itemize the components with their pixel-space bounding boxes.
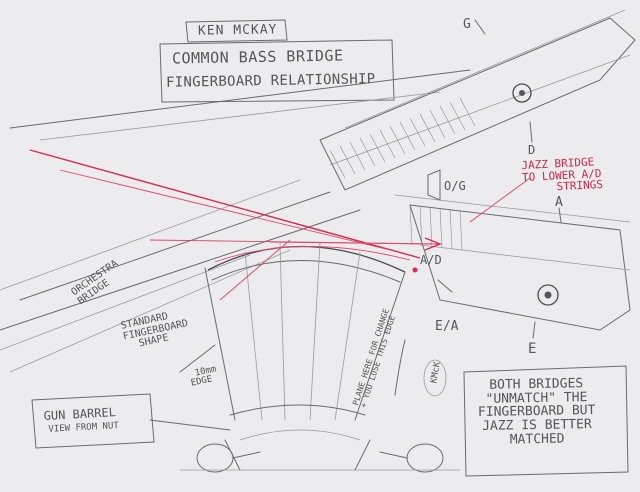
- conclusion-box: [463, 365, 629, 477]
- gun-barrel-pointer: [149, 419, 231, 431]
- label-g: G: [463, 17, 471, 32]
- fingerboard-side-view: [0, 69, 471, 373]
- author-name: KEN MCKAY: [197, 22, 278, 39]
- label-og: O/G: [444, 179, 466, 193]
- og-marker: [427, 169, 441, 201]
- tuning-pegs: [180, 443, 460, 473]
- gun-barrel-box: [31, 393, 155, 449]
- conclusion-note: BOTH BRIDGES "UNMATCH" THE FINGERBOARD B…: [477, 376, 596, 448]
- gun-barrel-label: GUN BARREL VIEW FROM NUT: [43, 405, 120, 435]
- standard-fingerboard-arrow: [179, 344, 216, 373]
- label-e: E: [528, 341, 537, 357]
- plane-here-arrow: [394, 339, 406, 396]
- title-line-1: COMMON BASS BRIDGE: [171, 46, 344, 68]
- ea-marker: [437, 279, 453, 293]
- label-a: A: [555, 195, 563, 210]
- upper-scroll: [319, 9, 636, 191]
- label-ea: E/A: [435, 319, 459, 334]
- author-box: [185, 19, 288, 43]
- initials-mark: [423, 359, 447, 397]
- label-d: D: [528, 143, 536, 157]
- title-box: [159, 39, 395, 103]
- label-ad: A/D: [420, 253, 442, 267]
- lower-scroll: [394, 194, 631, 339]
- jazz-bridge-note: JAZZ BRIDGE TO LOWER A/D STRINGS: [521, 155, 604, 194]
- red-string-lines: [29, 149, 531, 301]
